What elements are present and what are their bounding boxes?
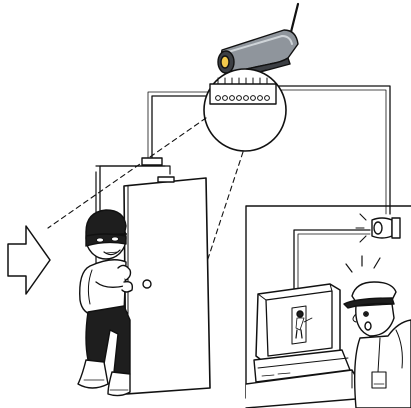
alarm-light-icon	[356, 214, 400, 242]
burglar-figure	[78, 210, 132, 396]
camera-terminal-detail	[204, 69, 286, 151]
door-contact-sensor	[142, 158, 162, 165]
monitoring-room	[246, 206, 411, 408]
crt-monitor-icon	[254, 284, 350, 382]
security-guard-figure	[344, 256, 411, 408]
door-knob	[143, 280, 151, 288]
right-arrow-icon	[8, 226, 50, 294]
